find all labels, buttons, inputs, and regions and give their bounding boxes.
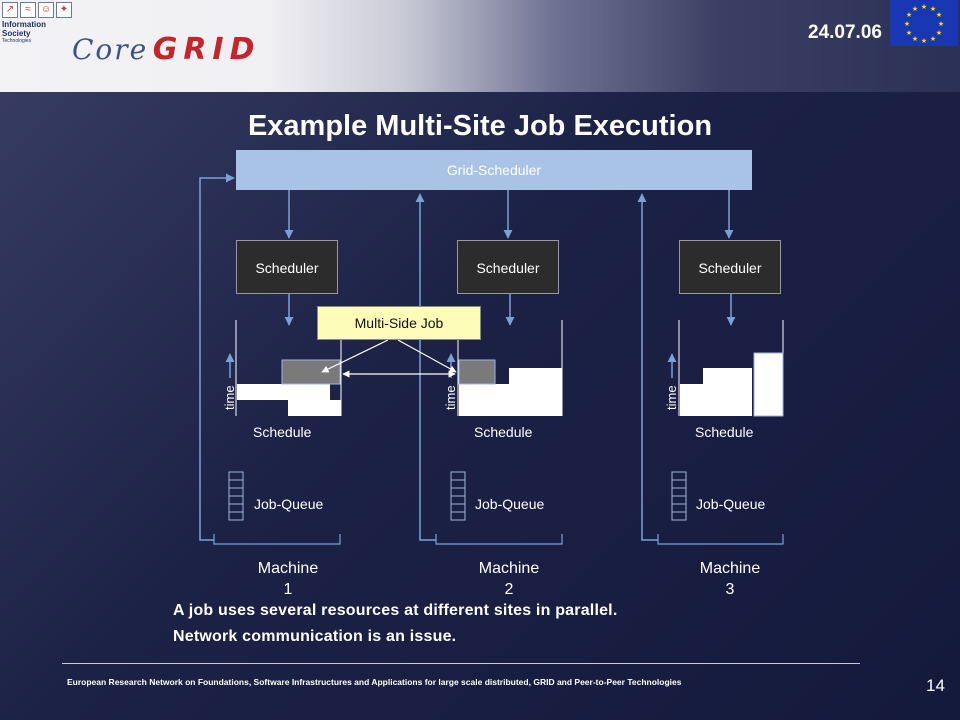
job-queue-label-1: Job-Queue: [254, 496, 324, 512]
time-axis-label-2: time: [443, 385, 458, 410]
logo-core-text: Core: [72, 33, 149, 66]
page-title: Example Multi-Site Job Execution: [247, 110, 713, 142]
machine-name: Machine: [257, 560, 319, 577]
date: 24.07.06: [808, 22, 882, 43]
schedule-label-3: Schedule: [695, 424, 754, 440]
schedule-chart-2: [457, 320, 563, 416]
svg-text:★: ★: [938, 20, 944, 28]
scheduler-box-2: Scheduler: [457, 240, 559, 294]
page-number: 14: [926, 676, 945, 695]
svg-text:★: ★: [912, 5, 918, 13]
machine-number: 3: [725, 581, 735, 598]
svg-text:★: ★: [930, 5, 936, 13]
ist-logo-tile-icon: ☺: [38, 2, 54, 18]
grid-scheduler-box: Grid-Scheduler: [236, 150, 752, 190]
svg-text:★: ★: [906, 11, 912, 19]
machine-label-1: Machine 1: [228, 558, 348, 600]
machine-label-3: Machine 3: [670, 558, 790, 600]
schedule-chart-3: [678, 320, 784, 417]
svg-text:★: ★: [921, 3, 927, 11]
job-queue-label-2: Job-Queue: [475, 496, 545, 512]
footer-divider: [62, 663, 860, 664]
svg-text:★: ★: [936, 11, 942, 19]
svg-text:★: ★: [921, 37, 927, 45]
machine-label-2: Machine 2: [449, 558, 569, 600]
ist-logo: ↗ ≈ ☺ ✦ Information Society Technologies: [2, 2, 72, 44]
scheduler-box-1: Scheduler: [236, 240, 338, 294]
machine-name: Machine: [478, 560, 540, 577]
machine-name: Machine: [699, 560, 761, 577]
logo-grid-text: GRID: [152, 32, 261, 67]
coregrid-logo: Core GRID: [72, 32, 261, 67]
svg-text:★: ★: [906, 29, 912, 37]
svg-text:★: ★: [912, 35, 918, 43]
machine-number: 2: [504, 581, 514, 598]
schedule-label-1: Schedule: [253, 424, 312, 440]
eu-flag-icon: ★★★ ★★★ ★★★ ★★★: [890, 0, 958, 46]
svg-text:★: ★: [930, 35, 936, 43]
svg-text:★: ★: [904, 20, 910, 28]
time-axis-label-1: time: [222, 385, 237, 410]
ist-logo-subtext: Technologies: [2, 38, 32, 44]
ist-logo-tile-icon: ≈: [20, 2, 36, 18]
caption-line-1: A job uses several resources at differen…: [173, 602, 618, 619]
time-axis-label-3: time: [664, 385, 679, 410]
svg-text:★: ★: [936, 29, 942, 37]
scheduler-box-3: Scheduler: [679, 240, 781, 294]
machine-number: 1: [283, 581, 293, 598]
job-queue-label-3: Job-Queue: [696, 496, 766, 512]
schedule-chart-1: [235, 320, 342, 416]
schedule-label-2: Schedule: [474, 424, 533, 440]
ist-logo-tile-icon: ↗: [2, 2, 18, 18]
ist-logo-text: Information Society: [2, 20, 46, 38]
header-band: [0, 0, 960, 92]
footer-text: European Research Network on Foundations…: [67, 677, 682, 687]
caption-line-2: Network communication is an issue.: [173, 628, 457, 645]
ist-logo-tile-icon: ✦: [56, 2, 72, 18]
multi-side-job-box: Multi-Side Job: [317, 306, 481, 340]
